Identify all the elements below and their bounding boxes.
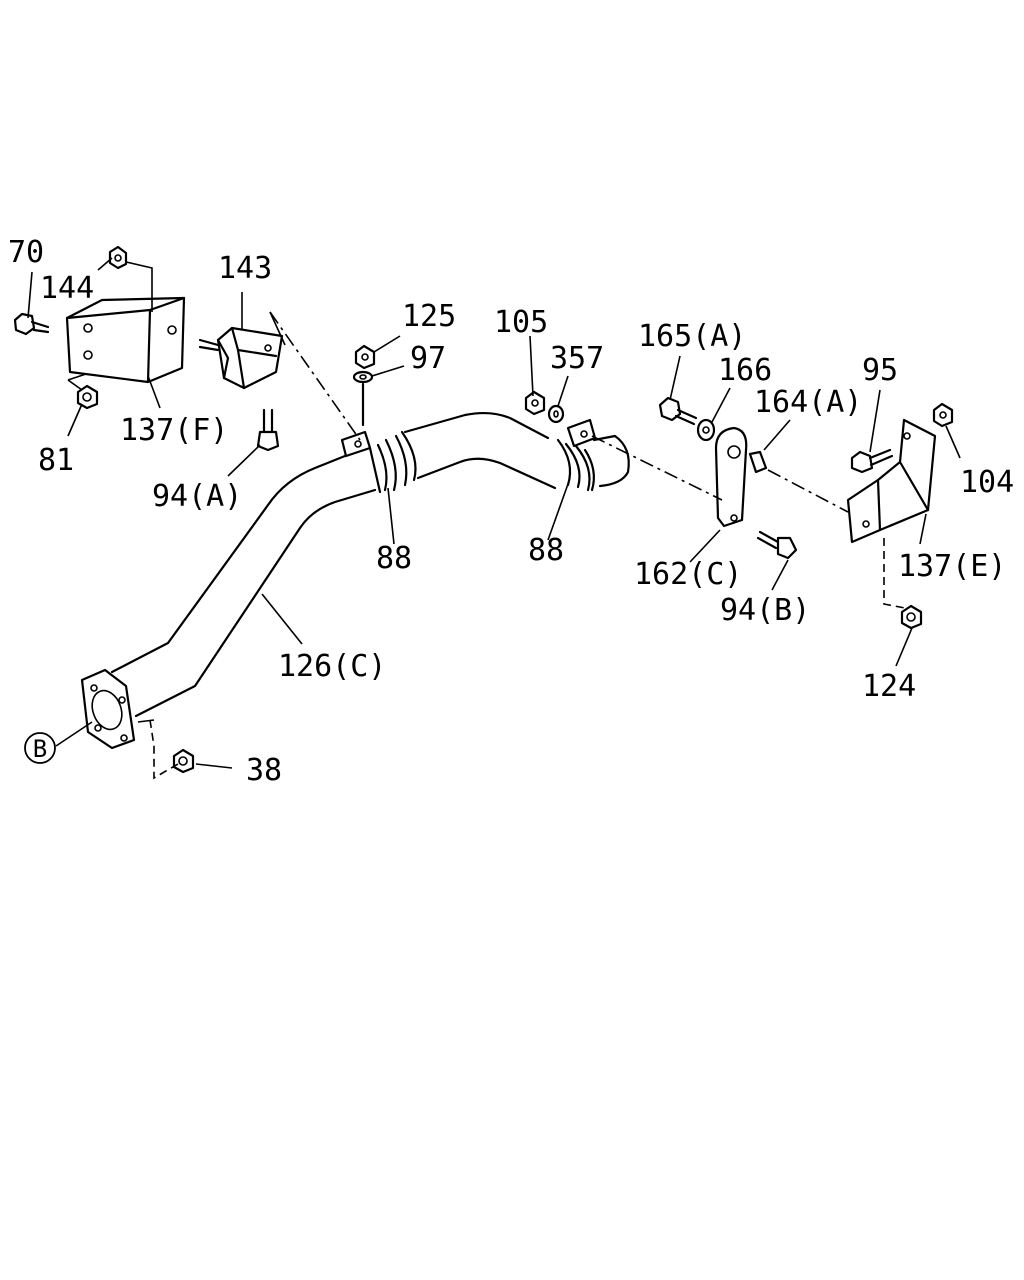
label-105: 105 — [494, 305, 548, 340]
label-b: B — [33, 735, 47, 763]
part-labels: 70 144 143 137(F) 81 94(A) 125 97 105 35… — [8, 235, 1014, 788]
nut-125 — [354, 344, 376, 370]
label-104: 104 — [960, 465, 1014, 500]
clamp-88-left — [368, 430, 417, 494]
label-124: 124 — [862, 669, 916, 704]
label-162c: 162(C) — [634, 557, 742, 592]
assembly-lines — [67, 311, 906, 780]
label-88-right: 88 — [528, 533, 564, 568]
hanger-162c — [714, 426, 748, 528]
label-144: 144 — [40, 271, 94, 306]
label-94b: 94(B) — [720, 593, 810, 628]
washer-97 — [352, 370, 374, 384]
bolt-95 — [850, 448, 894, 474]
label-97: 97 — [410, 341, 446, 376]
label-137e: 137(E) — [898, 549, 1006, 584]
washer-166 — [696, 418, 716, 442]
label-81: 81 — [38, 443, 74, 478]
bracket-137e — [846, 418, 937, 544]
nut-81 — [76, 384, 99, 410]
label-165a: 165(A) — [638, 319, 746, 354]
label-94a: 94(A) — [152, 479, 242, 514]
washer-357 — [547, 404, 565, 424]
label-88-left: 88 — [376, 541, 412, 576]
label-125: 125 — [402, 299, 456, 334]
label-166: 166 — [718, 353, 772, 388]
reference-marker-b: B — [24, 732, 56, 764]
nut-104 — [932, 402, 954, 428]
nut-105 — [524, 390, 546, 416]
bolt-94a — [256, 408, 280, 452]
flange — [80, 668, 136, 750]
label-126c: 126(C) — [278, 649, 386, 684]
label-164a: 164(A) — [754, 385, 862, 420]
bolt-165a — [658, 396, 698, 426]
label-357: 357 — [550, 341, 604, 376]
nut-144 — [108, 245, 128, 270]
leader-lines — [27, 257, 961, 769]
exhaust-pipe — [80, 411, 630, 750]
label-38: 38 — [246, 753, 282, 788]
label-143: 143 — [218, 251, 272, 286]
bolt-70 — [13, 312, 50, 336]
nut-124 — [900, 604, 923, 630]
nut-38 — [172, 748, 195, 774]
bolt-94b — [756, 530, 798, 560]
label-95: 95 — [862, 353, 898, 388]
label-137f: 137(F) — [120, 413, 228, 448]
label-70: 70 — [8, 235, 44, 270]
clamp-88-right — [556, 438, 595, 492]
bracket-137f — [65, 296, 186, 384]
rubber-mount-143 — [198, 326, 284, 390]
collar-164a — [748, 450, 768, 474]
